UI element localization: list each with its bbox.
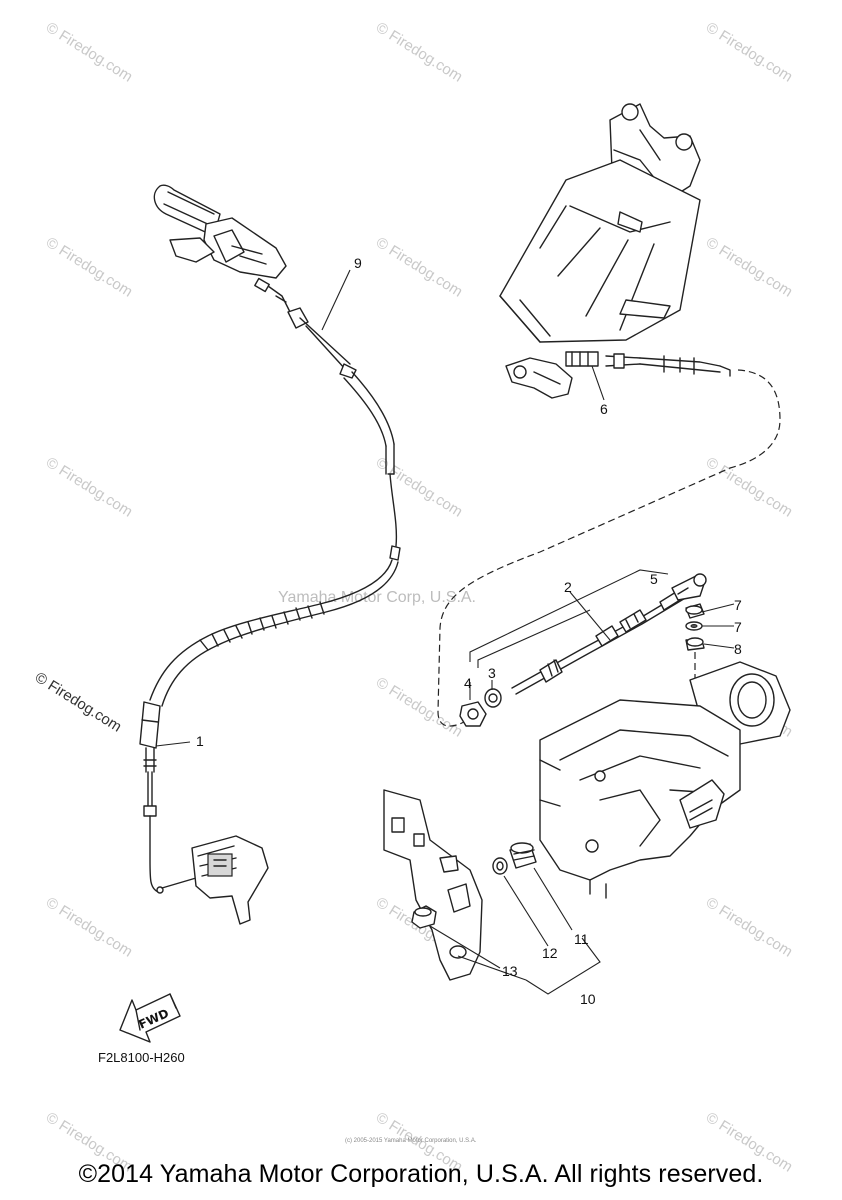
callout-10: 10 <box>580 991 596 1007</box>
callout-7-lower: 7 <box>734 619 742 635</box>
callout-12: 12 <box>542 945 558 961</box>
handlebar-grip-assembly <box>153 184 291 313</box>
cable-bracket-fitting <box>505 351 599 399</box>
jet-pump-nozzle <box>539 661 791 899</box>
washer-nut-stack <box>685 603 705 682</box>
center-watermark: Yamaha Motor Corp, U.S.A. <box>278 589 476 606</box>
watermark-text: © Firedog.com <box>703 234 796 301</box>
callout-9: 9 <box>354 255 362 271</box>
callout-5: 5 <box>650 571 658 587</box>
watermark-text: © Firedog.com <box>373 454 466 521</box>
throttle-bracket <box>191 835 269 925</box>
callout-4: 4 <box>464 675 472 691</box>
callout-numbers: 9 1 2 3 4 5 6 7 7 8 11 12 13 10 <box>196 255 742 1007</box>
watermark-text: © Firedog.com <box>43 894 136 961</box>
callout-7-upper: 7 <box>734 597 742 613</box>
watermark-text: © Firedog.com <box>703 19 796 86</box>
callout-1: 1 <box>196 733 204 749</box>
callout-3: 3 <box>488 665 496 681</box>
callout-11: 11 <box>574 931 589 947</box>
watermark-text: © Firedog.com <box>43 19 136 86</box>
steering-cable <box>437 353 781 727</box>
watermark-text: © Firedog.com <box>43 454 136 521</box>
side-watermark: © Firedog.com <box>32 669 125 736</box>
steering-cable-rod <box>511 587 693 695</box>
steering-column-housing <box>499 103 701 343</box>
mounting-plate <box>383 789 483 981</box>
callout-13: 13 <box>502 963 518 979</box>
copyright-notice: ©2014 Yamaha Motor Corporation, U.S.A. A… <box>78 1160 764 1188</box>
leader-lines <box>155 269 735 995</box>
callout-8: 8 <box>734 641 742 657</box>
watermark-text: © Firedog.com <box>373 19 466 86</box>
watermark-text: © Firedog.com <box>703 894 796 961</box>
grommet-washer-nut <box>411 842 537 929</box>
small-print: (c) 2005-2015 Yamaha Motor Corporation, … <box>345 1138 477 1144</box>
callout-6: 6 <box>600 401 608 417</box>
forward-arrow: FWD <box>119 993 181 1043</box>
throttle-cable-upper <box>287 307 395 475</box>
watermark-text: © Firedog.com <box>373 674 466 741</box>
watermark-text: © Firedog.com <box>703 454 796 521</box>
watermark-text: © Firedog.com <box>43 234 136 301</box>
watermark-text: © Firedog.com <box>373 234 466 301</box>
ball-joint-end <box>671 573 707 601</box>
throttle-cable-long <box>139 473 401 894</box>
diagram-code: F2L8100-H260 <box>98 1050 185 1065</box>
callout-2: 2 <box>564 579 572 595</box>
nut-washer-pair <box>459 688 502 727</box>
